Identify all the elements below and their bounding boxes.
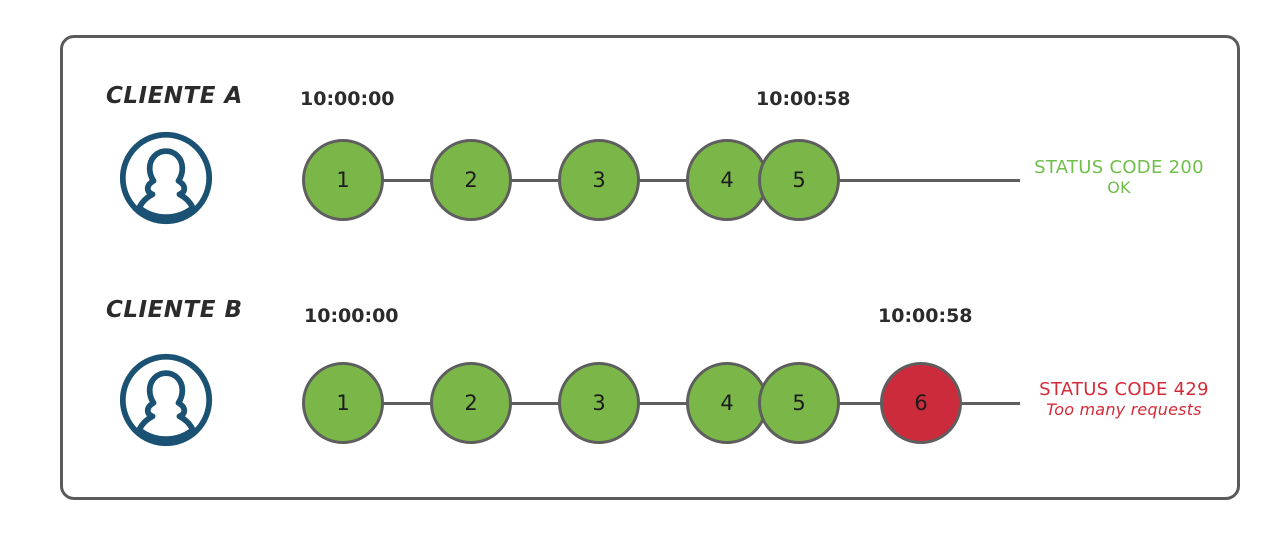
client-a-connector-3-4 [636,179,688,182]
client-a-request-node[interactable]: 2 [430,139,512,221]
node-label: 3 [592,168,606,192]
node-label: 4 [720,168,734,192]
node-label: 4 [720,391,734,415]
node-label: 6 [914,391,928,415]
client-a-request-node[interactable]: 5 [758,139,840,221]
user-avatar-icon [119,131,213,225]
client-b-status-code: STATUS CODE 429 [1039,379,1209,400]
client-a-status-badge: STATUS CODE 200 OK [1026,157,1212,197]
client-b-request-node-rejected[interactable]: 6 [880,362,962,444]
client-b-connector-2-3 [508,402,560,405]
client-a-label: CLIENTE A [106,83,243,109]
client-a-connector-to-status [838,179,1020,182]
client-a-connector-2-3 [508,179,560,182]
client-b-request-node[interactable]: 5 [758,362,840,444]
client-b-request-node[interactable]: 1 [302,362,384,444]
client-a-request-node[interactable]: 1 [302,139,384,221]
user-avatar-icon [119,353,213,447]
client-a-connector-1-2 [380,179,432,182]
client-b-status-text: Too many requests [1046,399,1202,419]
client-a-request-node[interactable]: 3 [558,139,640,221]
client-b-connector-to-status [962,402,1020,405]
client-a-status-code: STATUS CODE 200 [1034,157,1204,178]
client-b-connector-5-6 [838,402,890,405]
client-b-request-node[interactable]: 3 [558,362,640,444]
client-a-avatar [118,130,214,226]
client-a-request-node[interactable]: 4 [686,139,768,221]
client-a-status-text: OK [1107,177,1131,197]
node-label: 1 [336,391,350,415]
client-b-request-node[interactable]: 4 [686,362,768,444]
client-a-end-time: 10:00:58 [756,88,851,110]
client-b-request-node[interactable]: 2 [430,362,512,444]
node-label: 5 [792,391,806,415]
client-b-connector-3-4 [636,402,688,405]
node-label: 1 [336,168,350,192]
client-b-label: CLIENTE B [106,297,243,323]
node-label: 3 [592,391,606,415]
client-b-status-badge: STATUS CODE 429 Too many requests [1026,379,1222,419]
node-label: 2 [464,391,478,415]
client-a-start-time: 10:00:00 [300,88,395,110]
client-b-connector-1-2 [380,402,432,405]
client-b-end-time: 10:00:58 [878,305,973,327]
client-b-start-time: 10:00:00 [304,305,399,327]
diagram-frame [60,35,1240,500]
client-b-avatar [118,352,214,448]
node-label: 2 [464,168,478,192]
node-label: 5 [792,168,806,192]
